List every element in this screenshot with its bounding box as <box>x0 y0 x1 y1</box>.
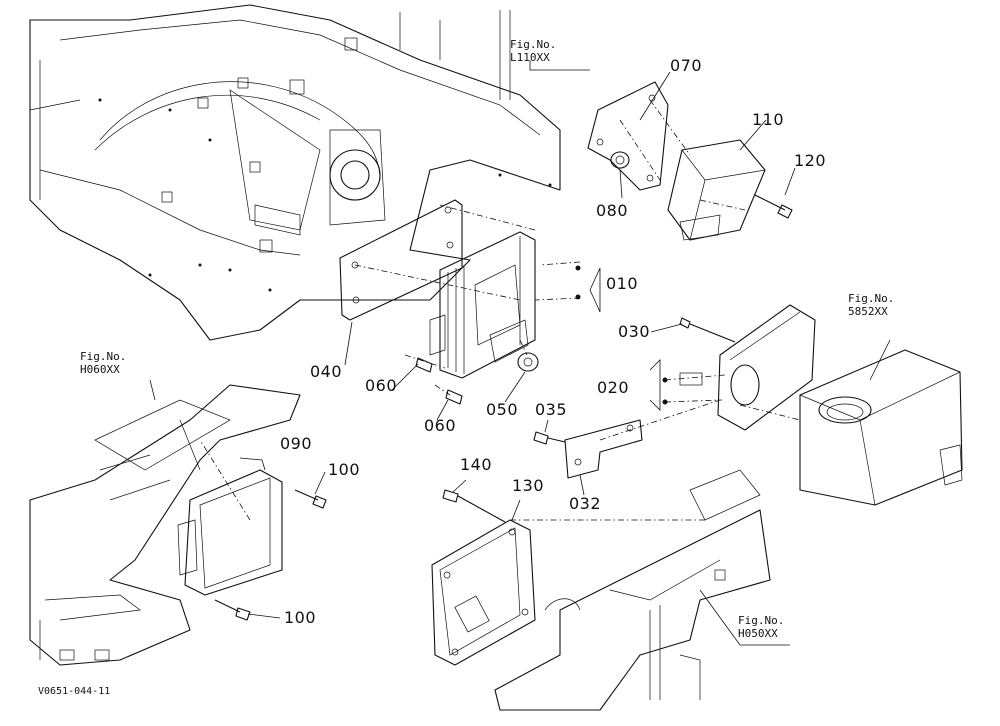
figref-h060-label: Fig.No. <box>80 350 127 363</box>
figref-5852-code: 5852XX <box>848 305 888 318</box>
bolts-060 <box>415 357 463 405</box>
drawing-code: V0651-044-11 <box>38 686 111 697</box>
figref-h050: Fig.No. H050XX <box>738 614 784 640</box>
bolt-140 <box>442 489 506 523</box>
figref-h050-code: H050XX <box>738 627 778 640</box>
bracket-070 <box>587 81 669 191</box>
screw-030 <box>679 317 736 343</box>
bolts-100 <box>214 489 327 621</box>
part-label-035: 035 <box>535 400 568 419</box>
alignment-dots <box>575 265 668 405</box>
figref-h060-code: H060XX <box>80 363 120 376</box>
part-label-060-upper: 060 <box>365 376 398 395</box>
left-frame-h060 <box>29 384 301 666</box>
part-label-010: 010 <box>606 274 639 293</box>
bolt-035 <box>533 431 566 445</box>
screw-120 <box>754 194 793 219</box>
part-label-050: 050 <box>486 400 519 419</box>
part-label-140: 140 <box>460 455 493 474</box>
figref-5852-label: Fig.No. <box>848 292 895 305</box>
control-unit-010 <box>429 231 536 379</box>
part-label-120: 120 <box>794 151 827 170</box>
part-label-090: 090 <box>280 434 313 453</box>
housing-5852 <box>799 349 963 506</box>
figref-l110: Fig.No. L110XX <box>510 38 556 64</box>
plate-040 <box>339 199 463 321</box>
alignment-lines <box>199 99 801 521</box>
part-label-110: 110 <box>752 110 785 129</box>
part-label-070: 070 <box>670 56 703 75</box>
part-label-020: 020 <box>597 378 630 397</box>
part-label-060-lower: 060 <box>424 416 457 435</box>
part-label-032: 032 <box>569 494 602 513</box>
housing-bracket-020 <box>679 304 816 431</box>
relay-box-110 <box>667 139 766 241</box>
bracket-032 <box>564 419 643 479</box>
part-label-030: 030 <box>618 322 651 341</box>
figref-l110-code: L110XX <box>510 51 550 64</box>
figref-h060: Fig.No. H060XX <box>80 350 126 376</box>
figref-5852: Fig.No. 5852XX <box>848 292 894 318</box>
figref-l110-label: Fig.No. <box>510 38 557 51</box>
part-label-130: 130 <box>512 476 545 495</box>
leader-lines <box>149 60 891 646</box>
part-label-100-upper: 100 <box>328 460 361 479</box>
part-label-080: 080 <box>596 201 629 220</box>
ecu-130 <box>431 519 536 666</box>
part-label-100-lower: 100 <box>284 608 317 627</box>
figref-h050-label: Fig.No. <box>738 614 785 627</box>
main-frame <box>29 4 561 341</box>
grommet-050 <box>517 352 539 372</box>
part-label-040: 040 <box>310 362 343 381</box>
ecu-090 <box>177 469 283 596</box>
lower-frame-h050 <box>494 469 771 711</box>
